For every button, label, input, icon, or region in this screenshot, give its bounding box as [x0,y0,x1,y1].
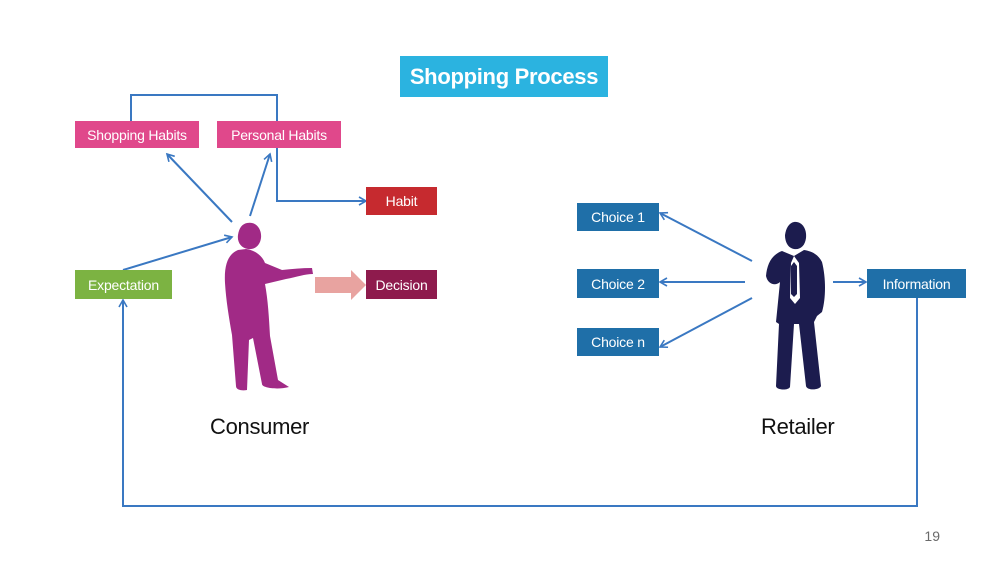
consumer-figure [224,222,313,391]
expectation-box: Expectation [75,270,172,299]
decision-arrow [315,270,366,300]
retailer-to-choice-n-arrow [658,297,753,349]
shopping-habits-box: Shopping Habits [75,121,199,148]
page-number: 19 [924,528,940,544]
choice-1-box: Choice 1 [577,203,659,231]
information-box: Information [867,269,966,298]
personal-habits-to-habit-connector [276,148,368,206]
retailer-figure [766,221,825,390]
choice-2-box: Choice 2 [577,269,659,298]
retailer-label: Retailer [761,414,835,439]
consumer-to-personal-habits-arrow [249,152,273,217]
habit-box: Habit [366,187,437,215]
personal-habits-box: Personal Habits [217,121,341,148]
choice-n-box: Choice n [577,328,659,356]
decision-box: Decision [366,270,437,299]
expectation-to-consumer-arrow [122,234,234,271]
retailer-to-choice-1-arrow [658,211,753,262]
information-to-expectation-loop [118,298,918,507]
consumer-to-shopping-habits-arrow [165,152,233,223]
habits-bracket-connector [130,94,278,121]
consumer-label: Consumer [210,414,310,439]
diagram-title: Shopping Process [400,56,608,97]
